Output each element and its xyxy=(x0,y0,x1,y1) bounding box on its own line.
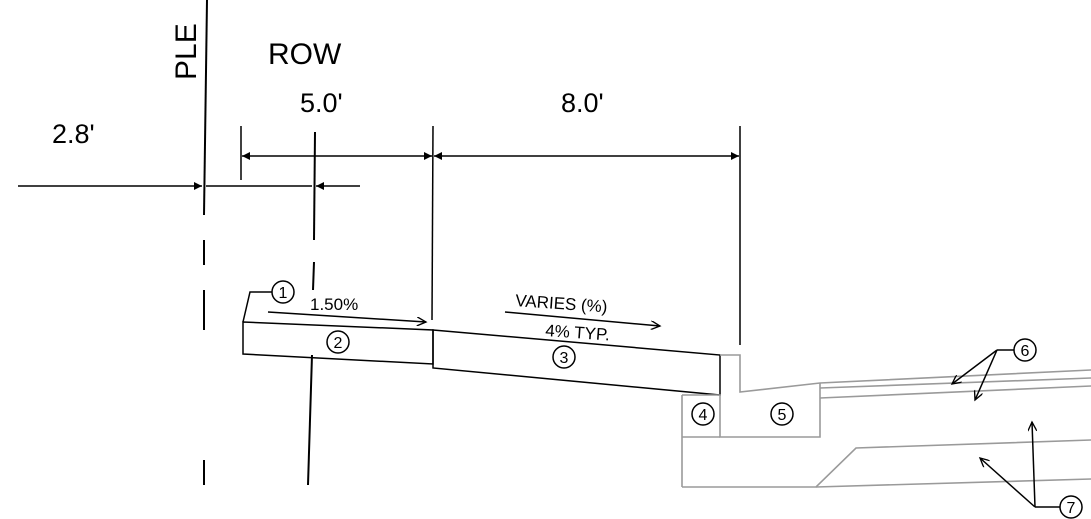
callout-7-leader-c xyxy=(1032,422,1035,508)
callout-3-number: 3 xyxy=(560,350,569,367)
slope-label-typical: 4% TYP. xyxy=(545,321,611,344)
extension-line-middle xyxy=(431,125,434,321)
callout-6-leader-b xyxy=(952,349,998,384)
callout-6-circle xyxy=(1013,338,1037,362)
curb-and-road-section xyxy=(681,354,1091,488)
callout-4-circle xyxy=(691,402,715,426)
slope-label-varies: VARIES (%) xyxy=(515,291,608,316)
dimension-label-8ft: 8.0' xyxy=(561,88,604,118)
callout-1-circle xyxy=(271,280,295,304)
callout-7-circle xyxy=(1059,495,1083,519)
callout-5-number: 5 xyxy=(778,407,787,424)
slope-arrow-lane xyxy=(504,311,660,326)
callout-7-leader-b xyxy=(980,458,1036,508)
callout-7-number: 7 xyxy=(1067,500,1076,517)
ple-line xyxy=(203,0,208,485)
callout-2-number: 2 xyxy=(334,335,343,352)
callout-4-number: 4 xyxy=(699,407,708,424)
dimension-label-2-8ft: 2.8' xyxy=(52,119,95,149)
callout-6-number: 6 xyxy=(1021,343,1030,360)
sidewalk-edge xyxy=(242,291,272,323)
callout-2-circle xyxy=(326,330,350,354)
callout-3-circle xyxy=(552,345,576,369)
callout-5-circle xyxy=(770,402,794,426)
callout-1-number: 1 xyxy=(279,285,288,302)
slope-label-sidewalk: 1.50% xyxy=(310,295,358,314)
ple-label: PLE xyxy=(170,23,203,80)
row-label: ROW xyxy=(268,38,342,71)
row-line xyxy=(307,131,316,486)
callout-6-leader-c xyxy=(975,349,998,400)
slope-arrow-sidewalk xyxy=(267,311,426,322)
dimension-label-5ft: 5.0' xyxy=(300,88,343,118)
